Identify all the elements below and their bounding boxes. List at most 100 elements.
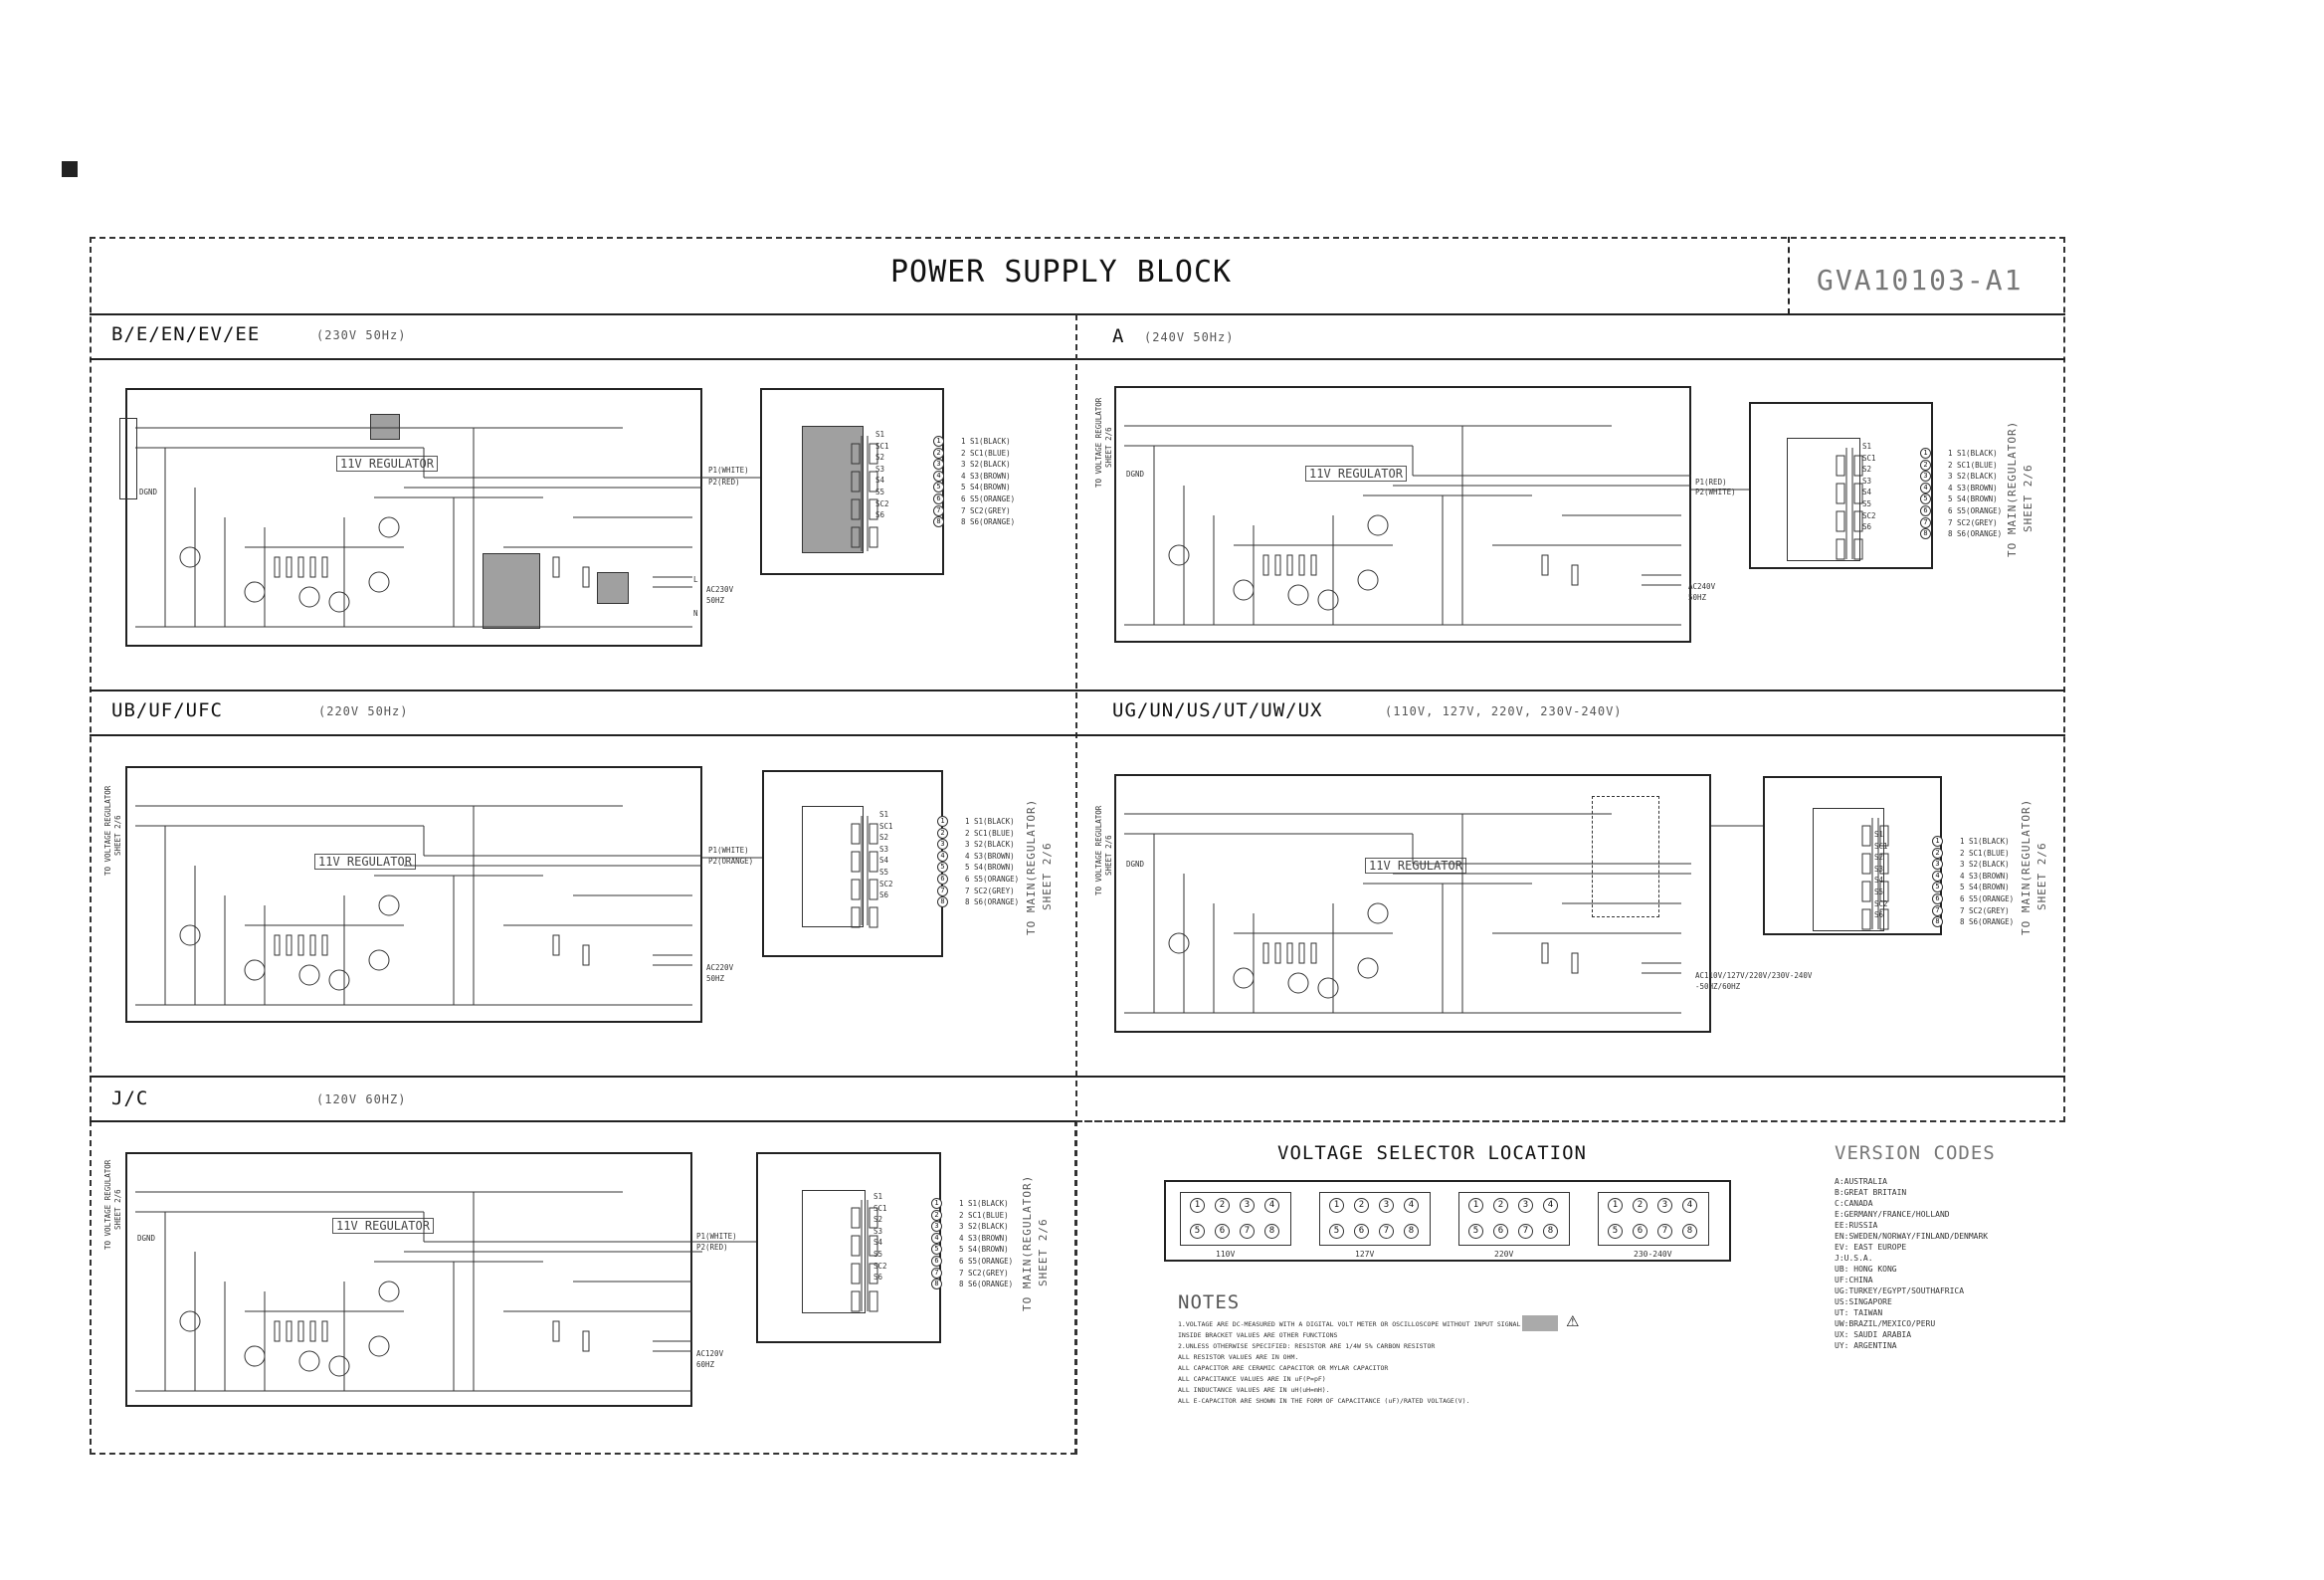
secondary-label: SC1 bbox=[1862, 453, 1876, 463]
component bbox=[851, 1207, 861, 1229]
regulator-label-a: 11V REGULATOR bbox=[1305, 466, 1407, 482]
component bbox=[297, 1320, 304, 1342]
wire-label: 7 SC2(GREY) bbox=[1960, 905, 2010, 915]
transistor-symbol bbox=[368, 571, 390, 593]
connector-pin: 6 bbox=[1920, 505, 1931, 516]
wire-label: 3 S2(BLACK) bbox=[959, 1222, 1009, 1232]
l-label-be: L bbox=[693, 575, 698, 584]
wire-label: 8 S6(ORANGE) bbox=[1948, 529, 2003, 539]
connector-pin: 1 bbox=[1932, 836, 1943, 847]
section-freq-be: (230V 50Hz) bbox=[316, 328, 407, 342]
wire-label: 2 SC1(BLUE) bbox=[965, 828, 1015, 838]
component bbox=[1274, 942, 1281, 964]
transistor-symbol bbox=[328, 969, 350, 991]
transistor-symbol bbox=[244, 581, 266, 603]
version-code-item: E:GERMANY/FRANCE/HOLLAND bbox=[1835, 1210, 1950, 1219]
voltage-selector-title: VOLTAGE SELECTOR LOCATION bbox=[1277, 1142, 1587, 1164]
wire-label: 2 SC1(BLUE) bbox=[1948, 460, 1998, 470]
wire-label: 7 SC2(GREY) bbox=[965, 886, 1015, 895]
notes-list: 1.VOLTAGE ARE DC-MEASURED WITH A DIGITAL… bbox=[1178, 1319, 1520, 1407]
component bbox=[274, 1320, 281, 1342]
component bbox=[321, 934, 328, 956]
hz-label-ub: 50HZ bbox=[706, 974, 725, 983]
wire-label: 3 S2(BLACK) bbox=[965, 840, 1015, 850]
component bbox=[582, 1330, 590, 1352]
selector-pin: 6 bbox=[1215, 1224, 1230, 1239]
transistor-symbol bbox=[1317, 977, 1339, 999]
secondary-label: S2 bbox=[873, 1215, 883, 1225]
component bbox=[274, 556, 281, 578]
secondary-label: SC1 bbox=[873, 1203, 887, 1213]
transistor-symbol bbox=[1367, 902, 1389, 924]
note-line: ALL CAPACITOR ARE CERAMIC CAPACITOR OR M… bbox=[1178, 1364, 1389, 1372]
version-code-item: EN:SWEDEN/NORWAY/FINLAND/DENMARK bbox=[1835, 1232, 1989, 1241]
dgnd-label-jc: DGND bbox=[137, 1234, 156, 1243]
component bbox=[1836, 538, 1845, 560]
component bbox=[869, 526, 878, 548]
secondary-label: S6 bbox=[875, 510, 885, 520]
component bbox=[1286, 554, 1293, 576]
secondary-label: S4 bbox=[1874, 876, 1884, 886]
transformer-box-be bbox=[760, 388, 944, 575]
voltage-selector-panel bbox=[1164, 1180, 1731, 1262]
connector-pin: 3 bbox=[933, 459, 944, 471]
wire-label: 1 S1(BLACK) bbox=[965, 817, 1015, 826]
selector-pin: 7 bbox=[1518, 1224, 1533, 1239]
secondary-label: SC1 bbox=[875, 441, 889, 451]
component bbox=[869, 1290, 878, 1312]
transistor-symbol bbox=[298, 964, 320, 986]
secondary-label: SC1 bbox=[879, 821, 893, 831]
transistor-symbol bbox=[1233, 967, 1255, 989]
transistor-symbol bbox=[244, 959, 266, 981]
connector-left-be bbox=[119, 418, 137, 499]
component bbox=[851, 1235, 861, 1257]
component bbox=[286, 556, 292, 578]
p2-label-be: P2(RED) bbox=[708, 478, 740, 487]
transistor-symbol bbox=[179, 1310, 201, 1332]
transistor-symbol bbox=[328, 591, 350, 613]
selector-label: 110V bbox=[1216, 1250, 1236, 1259]
connector-pin: 4 bbox=[933, 470, 944, 482]
component bbox=[1541, 554, 1549, 576]
connector-pin: 7 bbox=[933, 504, 944, 516]
component bbox=[851, 443, 861, 465]
wire-label: 3 S2(BLACK) bbox=[1960, 860, 2010, 870]
transformer-box-a bbox=[1749, 402, 1933, 569]
wire-label: 5 S4(BROWN) bbox=[961, 483, 1011, 493]
selector-pin: 5 bbox=[1608, 1224, 1623, 1239]
component bbox=[1879, 908, 1889, 930]
wire-label: 7 SC2(GREY) bbox=[961, 505, 1011, 515]
secondary-label: S6 bbox=[873, 1273, 883, 1283]
selector-pin: 2 bbox=[1354, 1198, 1369, 1213]
wire-label: 4 S3(BROWN) bbox=[959, 1233, 1009, 1243]
component bbox=[309, 1320, 316, 1342]
wire-label: 5 S4(BROWN) bbox=[959, 1245, 1009, 1255]
connector-pin: 6 bbox=[931, 1256, 942, 1267]
secondary-label: SC1 bbox=[1874, 841, 1888, 851]
ac-label-ug: AC110V/127V/220V/230V-240V bbox=[1695, 971, 1813, 980]
component bbox=[1274, 554, 1281, 576]
wire-label: 1 S1(BLACK) bbox=[961, 437, 1011, 446]
selector-pin: 7 bbox=[1240, 1224, 1255, 1239]
connector-pin: 3 bbox=[1932, 859, 1943, 871]
secondary-label: S1 bbox=[875, 430, 885, 439]
note-line: INSIDE BRACKET VALUES ARE OTHER FUNCTION… bbox=[1178, 1331, 1338, 1339]
version-code-item: UB: HONG KONG bbox=[1835, 1265, 1897, 1274]
note-line: ALL INDUCTANCE VALUES ARE IN uH(uH=mH). bbox=[1178, 1386, 1330, 1394]
selector-pin: 4 bbox=[1264, 1198, 1279, 1213]
selector-box bbox=[1180, 1192, 1291, 1246]
selector-pin: 5 bbox=[1329, 1224, 1344, 1239]
connector-pin: 5 bbox=[931, 1244, 942, 1256]
component bbox=[1853, 483, 1863, 504]
selector-pin: 2 bbox=[1493, 1198, 1508, 1213]
wire-label: 6 S5(ORANGE) bbox=[1960, 894, 2015, 903]
selector-box bbox=[1598, 1192, 1709, 1246]
version-code-item: J:U.S.A. bbox=[1835, 1254, 1873, 1263]
component bbox=[869, 906, 878, 928]
selector-pin: 3 bbox=[1518, 1198, 1533, 1213]
connector-pin: 4 bbox=[1920, 482, 1931, 494]
component bbox=[851, 879, 861, 900]
selector-pin: 5 bbox=[1190, 1224, 1205, 1239]
main-board-a bbox=[1114, 386, 1691, 643]
connector-pin: 8 bbox=[937, 896, 948, 908]
